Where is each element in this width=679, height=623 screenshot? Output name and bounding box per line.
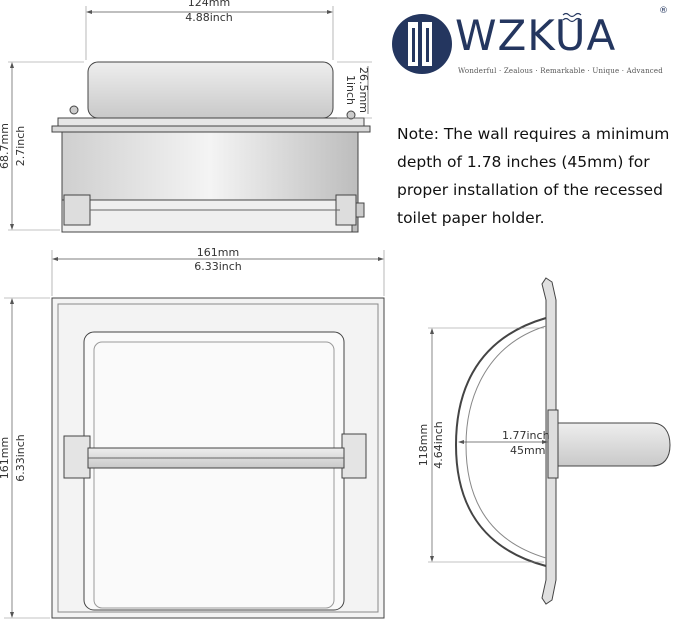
- wzkua-logo-icon: [392, 14, 452, 74]
- top-width-mm-label: 124mm: [188, 0, 230, 9]
- wave-icon: [562, 12, 582, 23]
- front-width-in-label: 6.33inch: [194, 260, 242, 273]
- front-width-mm-label: 161mm: [197, 246, 239, 259]
- side-view: [428, 277, 671, 605]
- front-view: [4, 250, 385, 619]
- top-height-in-label: 2.7inch: [14, 126, 27, 167]
- front-height-in-label: 6.33inch: [14, 434, 27, 482]
- top-view: [8, 6, 372, 233]
- registered-mark: ®: [659, 6, 668, 16]
- top-depth-mm-label: 26.5mm: [357, 67, 370, 113]
- top-height-mm-label: 68.7mm: [0, 123, 11, 169]
- front-height-mm-label: 161mm: [0, 437, 11, 479]
- side-height-in-label: 4.64inch: [432, 421, 445, 469]
- top-depth-in-label: 1inch: [344, 75, 357, 105]
- brand-tagline: Wonderful · Zealous · Remarkable · Uniqu…: [458, 67, 663, 75]
- installation-note: Note: The wall requires a minimum depth …: [397, 125, 670, 227]
- side-depth-in-label: 1.77inch: [502, 429, 550, 442]
- brand-name: WZKUA: [455, 11, 617, 60]
- top-width-in-label: 4.88inch: [185, 11, 233, 24]
- side-depth-mm-label: 45mm: [510, 444, 545, 457]
- side-height-mm-label: 118mm: [417, 424, 430, 466]
